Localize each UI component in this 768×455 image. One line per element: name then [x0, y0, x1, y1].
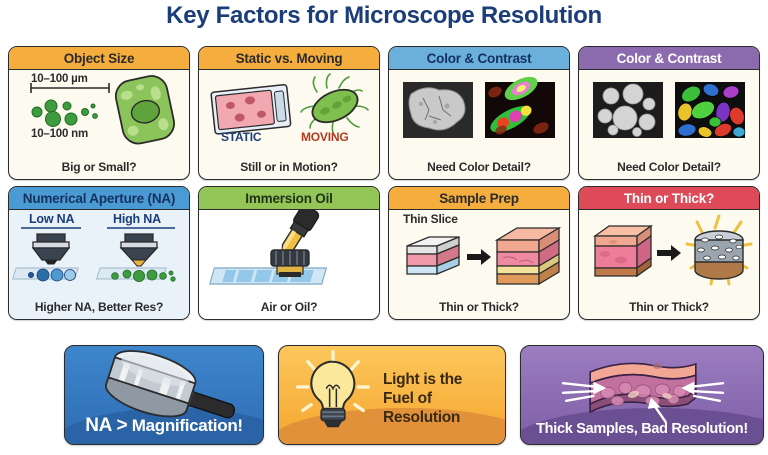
card-numerical-aperture[interactable]: Numerical Aperture (NA): [8, 186, 190, 320]
banner-na-magnification[interactable]: NA > Magnification!: [64, 345, 264, 445]
card-grid: Object Size: [8, 46, 760, 326]
card-header-color-contrast-2: Color & Contrast: [579, 47, 759, 70]
na-suffix: Magnification!: [131, 416, 243, 435]
card-caption-thin-or-thick: Thin or Thick?: [629, 300, 709, 314]
card-sample-prep[interactable]: Sample Prep: [388, 186, 570, 320]
na-symbol: >: [116, 415, 128, 436]
card-header-object-size: Object Size: [9, 47, 189, 70]
card-row-2: Numerical Aperture (NA): [8, 186, 760, 320]
magnifying-glass-icon: [105, 350, 236, 419]
banner-row: NA > Magnification!: [0, 345, 768, 445]
card-body-static-vs-moving: STATIC MOVING Still or in Motion?: [199, 70, 379, 179]
card-body-immersion-oil: Air or Oil?: [199, 210, 379, 319]
card-header-immersion-oil: Immersion Oil: [199, 187, 379, 210]
card-body-color-contrast-1: Need Color Detail?: [389, 70, 569, 179]
card-body-color-contrast-2: Need Color Detail?: [579, 70, 759, 179]
card-caption-numerical-aperture: Higher NA, Better Res?: [34, 300, 164, 314]
card-header-numerical-aperture: Numerical Aperture (NA): [9, 187, 189, 210]
card-color-contrast-1[interactable]: Color & Contrast: [388, 46, 570, 180]
card-body-object-size: 10–100 µm 10–100 nm Big or Small?: [9, 70, 189, 179]
tissue-slide-and-bacterium-icon: [210, 73, 369, 137]
card-body-thin-or-thick: Thin or Thick?: [579, 210, 759, 319]
banner-light-text: Light is the Fuel of Resolution: [383, 370, 501, 427]
oil-dropper-and-lens-icon: [209, 210, 328, 285]
tissue-block-and-scatter-icon: [592, 214, 753, 286]
card-header-thin-or-thick: Thin or Thick?: [579, 187, 759, 210]
banner-light-line2: Fuel of Resolution: [383, 390, 461, 426]
low-na-label: Low NA: [29, 212, 75, 226]
high-na-label: High NA: [113, 212, 161, 226]
grayscale-vs-fluorescent-cells-icon: [403, 76, 555, 138]
cell-and-particles-icon: [30, 75, 175, 145]
thick-tissue-block-icon: [561, 362, 725, 423]
card-caption-sample-prep: Thin or Thick?: [439, 300, 519, 314]
card-static-vs-moving[interactable]: Static vs. Moving: [198, 46, 380, 180]
card-header-static-vs-moving: Static vs. Moving: [199, 47, 379, 70]
page-title: Key Factors for Microscope Resolution: [166, 2, 602, 29]
scale-label-nanometers: 10–100 nm: [31, 128, 89, 140]
card-color-contrast-2[interactable]: Color & Contrast: [578, 46, 760, 180]
card-caption-object-size: Big or Small?: [61, 160, 137, 174]
scale-label-microns: 10–100 µm: [31, 73, 88, 85]
banner-na-text: NA > Magnification!: [65, 415, 263, 437]
card-caption-static-vs-moving: Still or in Motion?: [240, 160, 338, 174]
moving-label: MOVING: [301, 130, 349, 144]
card-caption-immersion-oil: Air or Oil?: [260, 300, 318, 314]
grayscale-vs-color-spheres-icon: [593, 82, 746, 138]
card-caption-color-contrast-1: Need Color Detail?: [427, 160, 531, 174]
card-header-sample-prep: Sample Prep: [389, 187, 569, 210]
static-label: STATIC: [221, 130, 262, 144]
thin-slice-to-thick-block-icon: [406, 226, 562, 286]
card-body-sample-prep: Thin Slice Thin or Thick?: [389, 210, 569, 319]
card-caption-color-contrast-2: Need Color Detail?: [617, 160, 721, 174]
banner-light-fuel[interactable]: Light is the Fuel of Resolution: [278, 345, 506, 445]
banner-thick-samples[interactable]: Thick Samples, Bad Resolution!: [520, 345, 764, 445]
card-body-numerical-aperture: Low NA High NA Higher NA, Better Res?: [9, 210, 189, 319]
banner-light-line1: Light is the: [383, 371, 463, 388]
card-header-color-contrast-1: Color & Contrast: [389, 47, 569, 70]
objective-lens-pair-icon: [11, 227, 176, 283]
na-prefix: NA: [85, 415, 113, 436]
banner-thick-text: Thick Samples, Bad Resolution!: [536, 421, 748, 437]
card-immersion-oil[interactable]: Immersion Oil: [198, 186, 380, 320]
thin-slice-label: Thin Slice: [403, 212, 458, 226]
light-bulb-icon: [296, 350, 370, 428]
card-thin-or-thick[interactable]: Thin or Thick?: [578, 186, 760, 320]
card-row-1: Object Size: [8, 46, 760, 180]
card-object-size[interactable]: Object Size: [8, 46, 190, 180]
